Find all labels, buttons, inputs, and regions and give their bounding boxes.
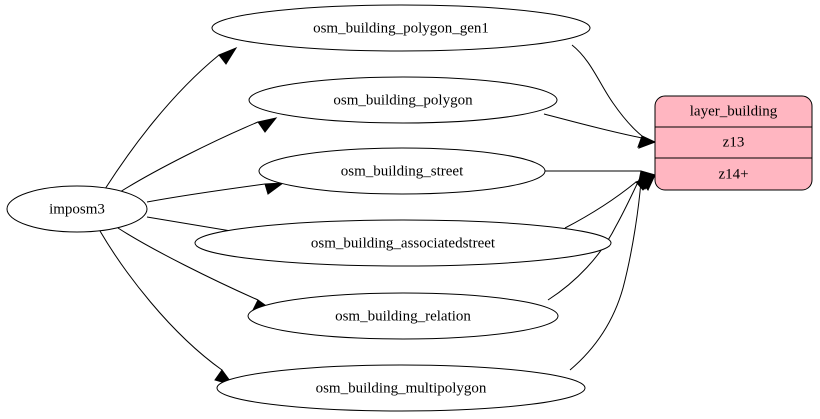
record-row-layer-name[interactable]: layer_building bbox=[690, 103, 778, 119]
edge-line bbox=[569, 180, 642, 371]
edge-arrowhead bbox=[264, 182, 285, 195]
edge-line bbox=[564, 181, 637, 229]
node-shape[interactable] bbox=[6, 185, 148, 233]
edge-line bbox=[146, 183, 266, 203]
graph-edge bbox=[543, 113, 657, 149]
edge-line bbox=[117, 227, 259, 301]
node-shape[interactable] bbox=[248, 76, 558, 124]
node-shape[interactable] bbox=[258, 147, 546, 195]
node-osm-building-associatedstreet[interactable]: osm_building_associatedstreet bbox=[194, 219, 612, 267]
edge-line bbox=[547, 179, 640, 301]
layer-record-box[interactable] bbox=[654, 95, 813, 191]
node-label: imposm3 bbox=[49, 201, 105, 217]
record-row-zoom-z14plus[interactable]: z14+ bbox=[718, 166, 748, 182]
node-shape[interactable] bbox=[247, 292, 559, 340]
edge-line bbox=[571, 44, 643, 137]
edge-arrowhead bbox=[257, 117, 278, 133]
edge-line bbox=[119, 121, 259, 193]
node-osm-building-relation[interactable]: osm_building_relation bbox=[247, 292, 559, 340]
node-shape[interactable] bbox=[194, 219, 612, 267]
node-label: osm_building_multipolygon bbox=[316, 380, 487, 396]
graph-edge bbox=[569, 174, 657, 371]
graph-edge bbox=[99, 230, 235, 386]
edge-arrowhead bbox=[218, 46, 238, 65]
node-label: osm_building_street bbox=[341, 163, 464, 179]
node-label: osm_building_associatedstreet bbox=[311, 235, 496, 251]
graph-edge bbox=[544, 170, 657, 182]
node-osm-building-street[interactable]: osm_building_street bbox=[258, 147, 546, 195]
edge-arrowhead bbox=[638, 137, 657, 149]
record-row-zoom-z13[interactable]: z13 bbox=[723, 134, 745, 150]
graph-edge bbox=[119, 117, 278, 193]
graph-edge bbox=[104, 46, 238, 190]
edge-line bbox=[543, 113, 643, 139]
node-imposm3[interactable]: imposm3 bbox=[6, 185, 148, 233]
node-osm-building-polygon-gen1[interactable]: osm_building_polygon_gen1 bbox=[211, 4, 591, 52]
node-label: osm_building_polygon bbox=[333, 92, 473, 108]
node-label: osm_building_relation bbox=[335, 308, 471, 324]
node-osm-building-polygon[interactable]: osm_building_polygon bbox=[248, 76, 558, 124]
node-osm-building-multipolygon[interactable]: osm_building_multipolygon bbox=[216, 364, 586, 412]
layer-record-node[interactable]: layer_building z13 z14+ bbox=[654, 95, 813, 191]
node-shape[interactable] bbox=[211, 4, 591, 52]
edge-arrowhead bbox=[640, 174, 657, 191]
node-shape[interactable] bbox=[216, 364, 586, 412]
node-label: osm_building_polygon_gen1 bbox=[313, 20, 489, 36]
graph-edge bbox=[146, 182, 285, 203]
edge-line bbox=[99, 230, 223, 371]
edge-line bbox=[104, 54, 220, 190]
node-layer: imposm3 osm_building_polygon_gen1 osm_buil… bbox=[6, 4, 612, 412]
